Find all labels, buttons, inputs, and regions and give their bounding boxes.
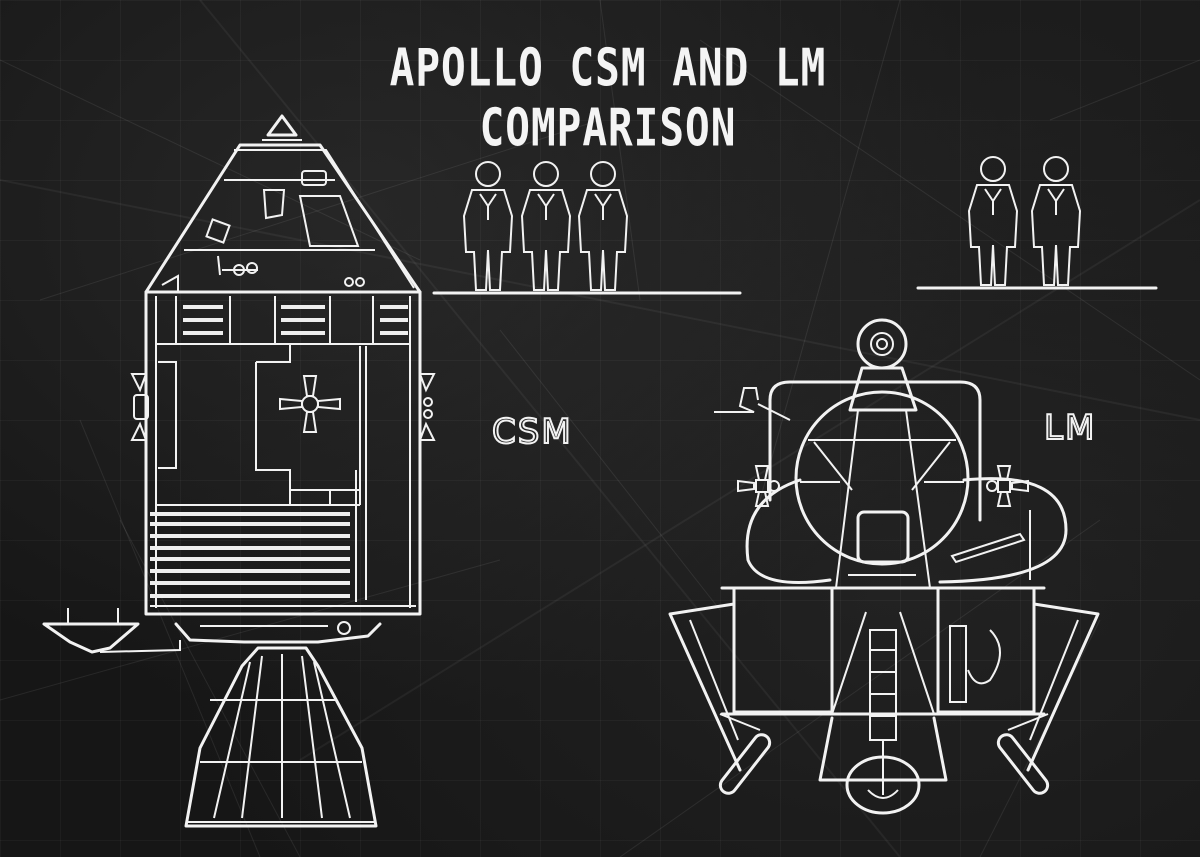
docking-probe	[266, 114, 298, 137]
csm-rcs-right	[418, 373, 436, 441]
csm-rcs-central	[279, 375, 341, 433]
csm-rcs-left	[130, 373, 149, 441]
astronaut-figure	[967, 156, 1019, 286]
footpads	[718, 733, 1050, 815]
csm-label: CSM	[491, 411, 573, 453]
descent-stage	[720, 586, 1046, 741]
command-module-cone	[144, 143, 422, 294]
lm-crew-figures	[916, 156, 1158, 290]
lm-label: LM	[1043, 407, 1097, 449]
csm-drawing	[42, 114, 436, 828]
lm-drawing	[668, 318, 1100, 815]
astronaut-figure	[577, 161, 629, 291]
poster-title: APOLLO CSM AND LM COMPARISON	[389, 38, 827, 158]
csm-crew-figures	[432, 161, 742, 295]
lm-rcs-right	[986, 465, 1029, 507]
high-gain-antenna	[42, 608, 181, 654]
astronaut-figure	[1030, 156, 1082, 286]
lm-rcs-left	[737, 465, 780, 507]
astronaut-figure	[520, 161, 572, 291]
sps-engine-nozzle	[184, 646, 378, 828]
ascent-stage	[794, 390, 970, 566]
service-module-body	[144, 290, 422, 616]
astronaut-figure	[462, 161, 514, 291]
rendezvous-radar-dish	[856, 318, 908, 370]
csm-tank-stripes	[150, 512, 350, 598]
